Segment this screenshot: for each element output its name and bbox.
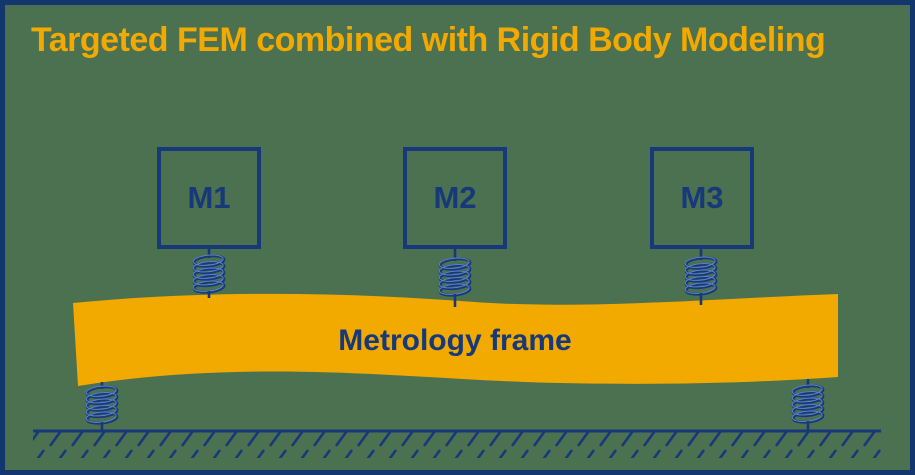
mass-label-m1: M1 — [187, 180, 231, 215]
mass-label-m3: M3 — [680, 180, 724, 215]
spring-m2-to-frame-icon — [438, 249, 472, 307]
metrology-frame-label: Metrology frame — [338, 324, 572, 357]
mass-box-m1: M1 — [157, 147, 261, 249]
mass-box-m2: M2 — [403, 147, 507, 249]
mass-label-m2: M2 — [433, 180, 477, 215]
slide-title: Targeted FEM combined with Rigid Body Mo… — [31, 21, 826, 59]
ground — [33, 429, 881, 458]
spring-frame-to-ground-right-icon — [791, 379, 825, 431]
spring-frame-to-ground-left-icon — [85, 382, 119, 431]
ground-hatching-icon — [33, 432, 881, 458]
spring-m1-to-frame-icon — [192, 249, 226, 298]
spring-m3-to-frame-icon — [684, 249, 718, 305]
metrology-frame-band — [73, 293, 838, 386]
diagram-graphics — [33, 249, 881, 458]
mass-box-m3: M3 — [650, 147, 754, 249]
